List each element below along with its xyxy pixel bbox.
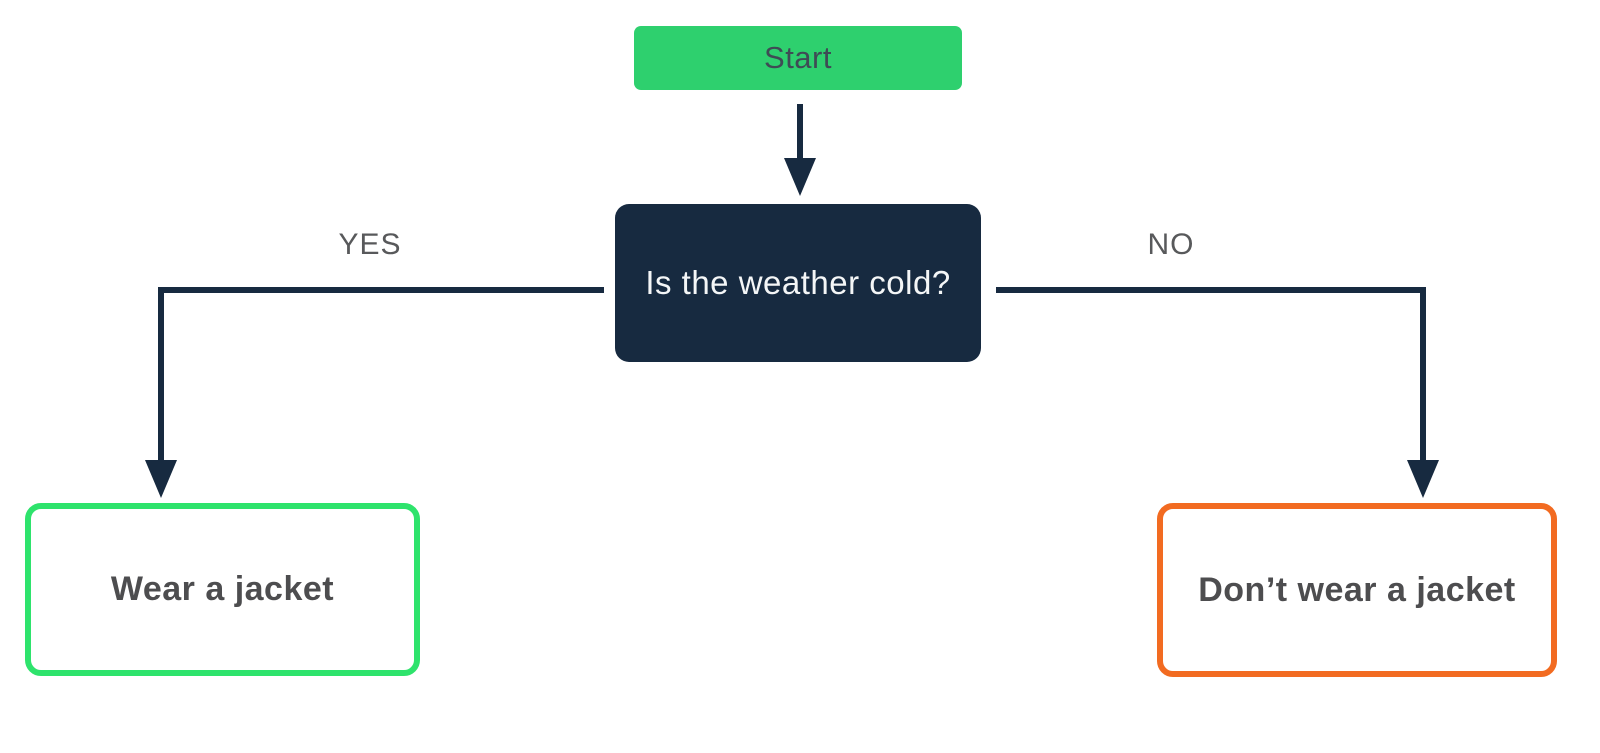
no-outcome-label: Don’t wear a jacket <box>1198 570 1516 609</box>
yes-outcome-label: Wear a jacket <box>110 570 335 608</box>
no-outcome-node: Don’t wear a jacket <box>1157 503 1557 677</box>
yes-outcome-node: Wear a jacket <box>25 503 420 676</box>
arrow-down-icon <box>145 460 177 498</box>
start-node: Start <box>634 26 962 90</box>
no-edge-label: NO <box>1147 228 1195 261</box>
start-to-decision-line <box>797 104 803 162</box>
yes-connector-horizontal-line <box>158 287 604 293</box>
start-node-label: Start <box>764 40 832 75</box>
arrow-down-icon <box>1407 460 1439 498</box>
decision-node-label: Is the weather cold? <box>645 264 951 301</box>
arrow-down-icon <box>784 158 816 196</box>
yes-connector-vertical-line <box>158 287 164 461</box>
decision-node: Is the weather cold? <box>615 204 981 362</box>
yes-edge-label: YES <box>338 228 402 261</box>
no-connector-horizontal-line <box>996 287 1426 293</box>
no-connector-vertical-line <box>1420 287 1426 461</box>
